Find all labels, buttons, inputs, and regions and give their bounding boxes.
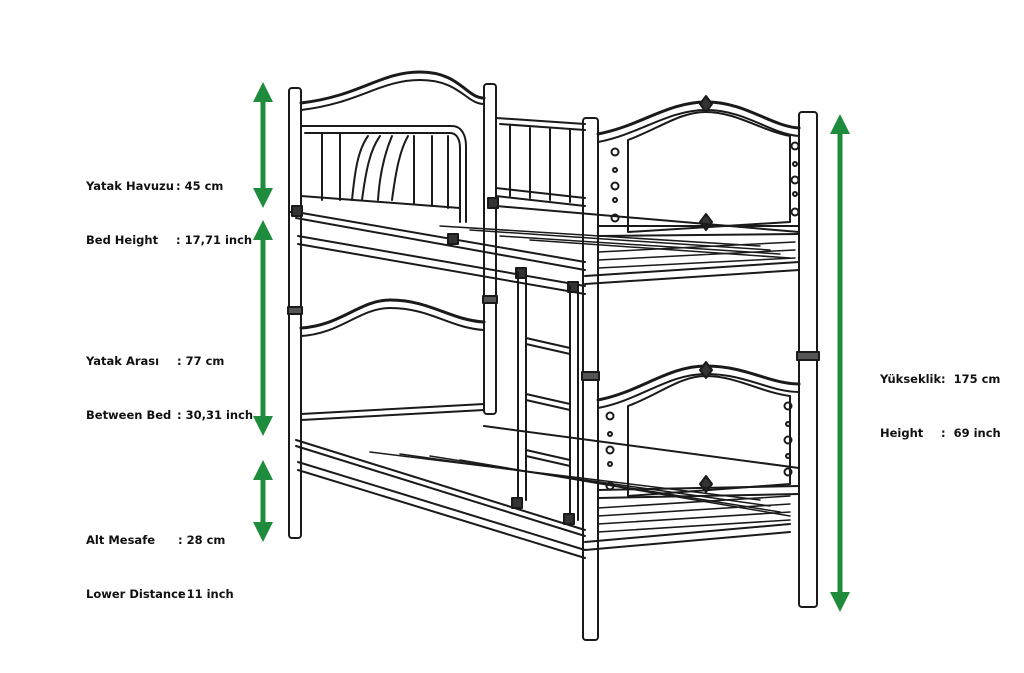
total-height-en-label: Height [880,426,924,440]
bed-height-tr-label: Yatak Havuzu [86,179,174,193]
lower-bed-frame [295,425,800,559]
upper-guard-rail-left [300,125,467,223]
bed-height-en-label: Bed Height [86,233,159,247]
lower-distance-en-label: Lower Distance [86,587,186,601]
front-left-post [581,117,600,641]
total-height-en-value: : 69 inch [941,426,1001,440]
total-height-tr-label: Yükseklik [880,372,942,386]
total-height-label: Yükseklik: 175 cm Height : 69 inch [880,334,1001,460]
back-left-post [287,87,303,539]
upper-back-headboard [299,70,486,111]
lower-distance-label: Alt Mesafe : 28 cm Lower Distance: 11 inc… [86,495,234,621]
between-bed-tr-label: Yatak Arası [86,354,160,368]
upper-front-headboard [596,95,801,237]
between-bed-en-label: Between Bed [86,408,172,422]
front-right-post [796,111,820,608]
total-height-tr-value: : 175 cm [941,372,1001,386]
lower-distance-tr-value: : 28 cm [178,533,226,547]
lower-distance-en-value: : 11 inch [178,587,234,601]
bed-height-en-value: : 17,71 inch [176,233,253,247]
ladder [517,271,579,521]
between-bed-label: Yatak Arası : 77 cm Between Bed : 30,31 in… [86,316,253,442]
lower-back-headboard [299,298,486,421]
lower-distance-tr-label: Alt Mesafe [86,533,155,547]
bed-frame [287,70,820,641]
lower-front-headboard [596,361,801,499]
between-bed-en-value: : 30,31 inch [177,408,254,422]
back-right-post [482,83,498,415]
bed-height-label: Yatak Havuzu: 45 cm Bed Height : 17,71 in… [86,141,252,267]
upper-bed-frame [291,197,800,295]
bed-height-tr-value: : 45 cm [176,179,224,193]
upper-guard-rail-side [495,117,586,207]
between-bed-tr-value: : 77 cm [177,354,225,368]
dimension-arrows [253,82,850,612]
